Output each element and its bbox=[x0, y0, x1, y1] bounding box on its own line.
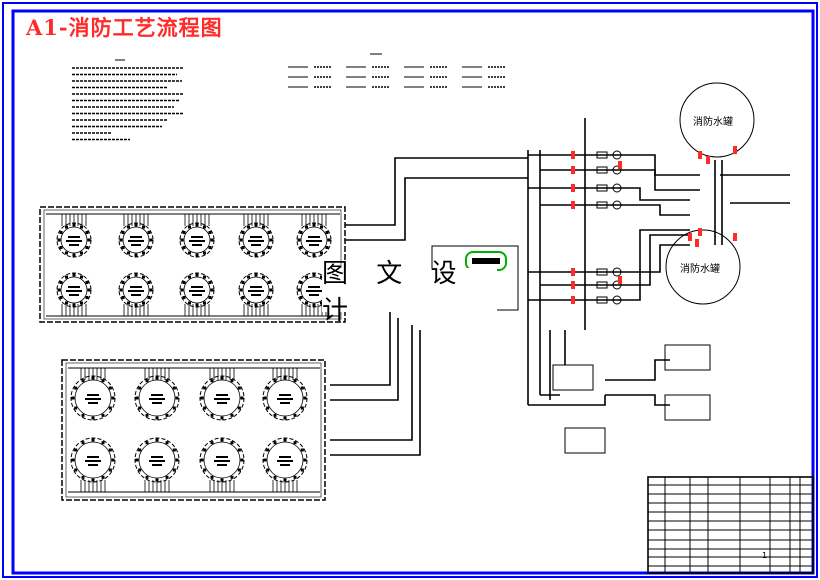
pump-symbol bbox=[612, 267, 622, 277]
lower-storage-tank bbox=[70, 437, 116, 483]
pump-motor bbox=[596, 201, 608, 209]
lower-storage-tank bbox=[134, 375, 180, 421]
red-valve bbox=[571, 151, 575, 159]
red-valve bbox=[618, 276, 622, 284]
upper-water-tank bbox=[679, 82, 755, 158]
red-valve bbox=[571, 184, 575, 192]
legend-block bbox=[288, 53, 506, 88]
pump-motor bbox=[596, 166, 608, 174]
red-valve bbox=[733, 146, 737, 154]
control-panels bbox=[552, 344, 711, 454]
pump-symbol bbox=[612, 280, 622, 290]
pump-symbol bbox=[612, 150, 622, 160]
watermark-text: 图 文 设 计 bbox=[322, 259, 467, 326]
red-valve bbox=[733, 233, 737, 241]
red-valve bbox=[698, 228, 702, 236]
pump-motor bbox=[596, 184, 608, 192]
upper-storage-tank bbox=[56, 222, 92, 258]
notes-block bbox=[72, 59, 184, 141]
lower-storage-tank bbox=[262, 437, 308, 483]
drawing-title: A1-消防工艺流程图 bbox=[26, 15, 223, 40]
upper-storage-tank bbox=[238, 272, 274, 308]
red-valve bbox=[695, 239, 699, 247]
red-valve bbox=[698, 151, 702, 159]
water-tanks bbox=[665, 82, 755, 305]
pump-motor bbox=[596, 296, 608, 304]
upper-storage-tank bbox=[179, 222, 215, 258]
red-valve bbox=[571, 201, 575, 209]
upper-storage-tank bbox=[238, 222, 274, 258]
upper-tank-farm bbox=[39, 206, 346, 323]
pump-symbol bbox=[612, 200, 622, 210]
red-valve bbox=[571, 296, 575, 304]
title-block bbox=[647, 476, 814, 574]
pump-motor bbox=[596, 281, 608, 289]
upper-storage-tank bbox=[118, 222, 154, 258]
upper-storage-tank bbox=[296, 222, 332, 258]
pump-symbol bbox=[612, 295, 622, 305]
lower-tank-farm bbox=[61, 359, 326, 501]
red-valve bbox=[571, 281, 575, 289]
pump-motor bbox=[596, 268, 608, 276]
red-valve bbox=[571, 166, 575, 174]
pump-motor bbox=[596, 151, 608, 159]
main-piping bbox=[330, 118, 790, 456]
lower-storage-tank bbox=[262, 375, 308, 421]
lower-storage-tank bbox=[199, 375, 245, 421]
pump-symbol bbox=[612, 165, 622, 175]
valve-markers bbox=[571, 146, 737, 304]
upper-storage-tank bbox=[179, 272, 215, 308]
lower-storage-tank bbox=[134, 437, 180, 483]
red-valve bbox=[688, 233, 692, 241]
lower-storage-tank bbox=[70, 375, 116, 421]
title-block-sheet-number: 1 bbox=[762, 551, 768, 560]
red-valve bbox=[571, 268, 575, 276]
upper-storage-tank bbox=[56, 272, 92, 308]
lower-storage-tank bbox=[199, 437, 245, 483]
watermark: 图 文 设 计 bbox=[322, 259, 497, 326]
lower-water-tank bbox=[665, 229, 741, 305]
inner-frame bbox=[11, 9, 815, 575]
red-valve bbox=[618, 161, 622, 169]
lower-tank-label: 消防水罐 bbox=[680, 264, 720, 275]
upper-tank-label: 消防水罐 bbox=[693, 117, 733, 128]
pump-group bbox=[596, 150, 622, 305]
pump-symbol bbox=[612, 183, 622, 193]
red-valve bbox=[706, 156, 710, 164]
upper-storage-tank bbox=[118, 272, 154, 308]
